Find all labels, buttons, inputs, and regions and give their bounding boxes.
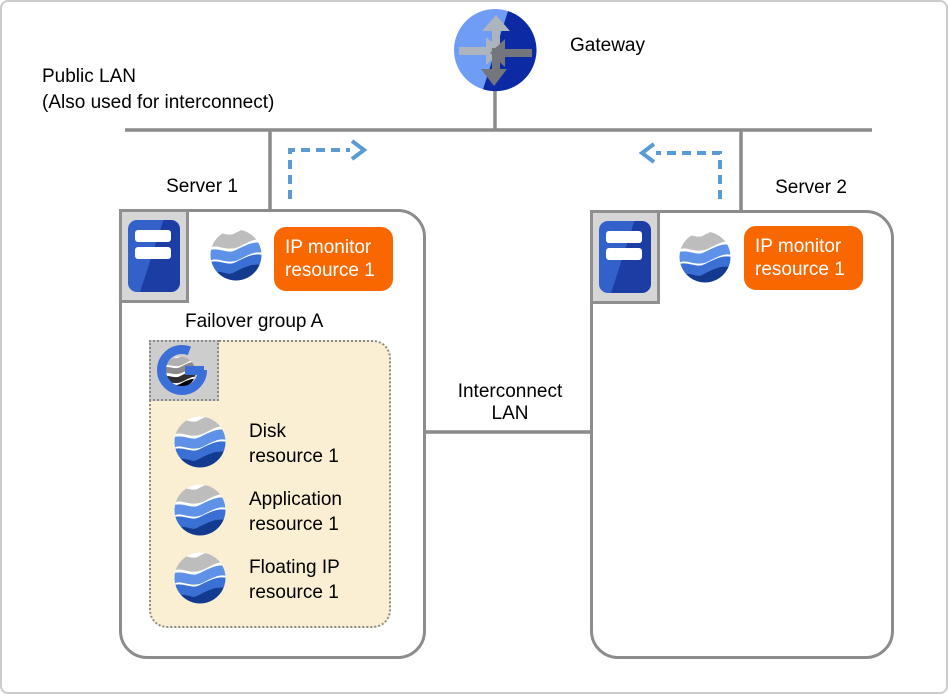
floating-ip-resource-label: Floating IP resource 1 (249, 555, 340, 605)
public-lan-label: Public LAN (Also used for interconnect) (42, 64, 274, 116)
public-lan-label-line1: Public LAN (42, 66, 136, 87)
disk-resource-label: Disk resource 1 (249, 419, 339, 469)
server1-tower-icon (119, 209, 189, 303)
interconnect-lan-label: Interconnect LAN (427, 381, 593, 425)
server1-monitor-resource-icon (210, 229, 262, 281)
floating-ip-resource-label-line2: resource 1 (249, 582, 339, 603)
disk-resource-icon (174, 416, 226, 468)
server1-label: Server 1 (166, 176, 238, 197)
failover-group-title: Failover group A (185, 311, 324, 332)
application-resource-label: Application resource 1 (249, 487, 342, 537)
server2-monitor-badge-label: IP monitor resource 1 (755, 236, 845, 280)
application-resource-icon (174, 484, 226, 536)
gateway-label: Gateway (570, 35, 645, 56)
monitor-arrow-left (656, 151, 722, 199)
server1-monitor-badge-label: IP monitor resource 1 (285, 237, 375, 281)
monitor-arrow-right-head (350, 139, 368, 161)
failover-group-icon (149, 340, 219, 401)
server2-monitor-resource-icon (679, 231, 731, 283)
application-resource-label-line2: resource 1 (249, 514, 339, 535)
server2-monitor-badge: IP monitor resource 1 (744, 226, 863, 290)
monitor-arrow-left-head (638, 142, 656, 164)
floating-ip-resource-label-line1: Floating IP (249, 557, 340, 578)
disk-resource-label-line1: Disk (249, 421, 286, 442)
interconnect-lan-label-line2: LAN (491, 403, 529, 424)
public-lan-label-line2: (Also used for interconnect) (42, 92, 275, 113)
monitor-arrow-right (288, 148, 350, 199)
gateway-icon (454, 9, 537, 92)
server2-label: Server 2 (775, 177, 847, 198)
floating-ip-resource-icon (174, 552, 226, 604)
server1-monitor-badge: IP monitor resource 1 (274, 227, 393, 291)
interconnect-lan-label-line1: Interconnect (457, 381, 563, 402)
server2-tower-icon (590, 210, 660, 304)
application-resource-label-line1: Application (249, 489, 342, 510)
disk-resource-label-line2: resource 1 (249, 446, 339, 467)
